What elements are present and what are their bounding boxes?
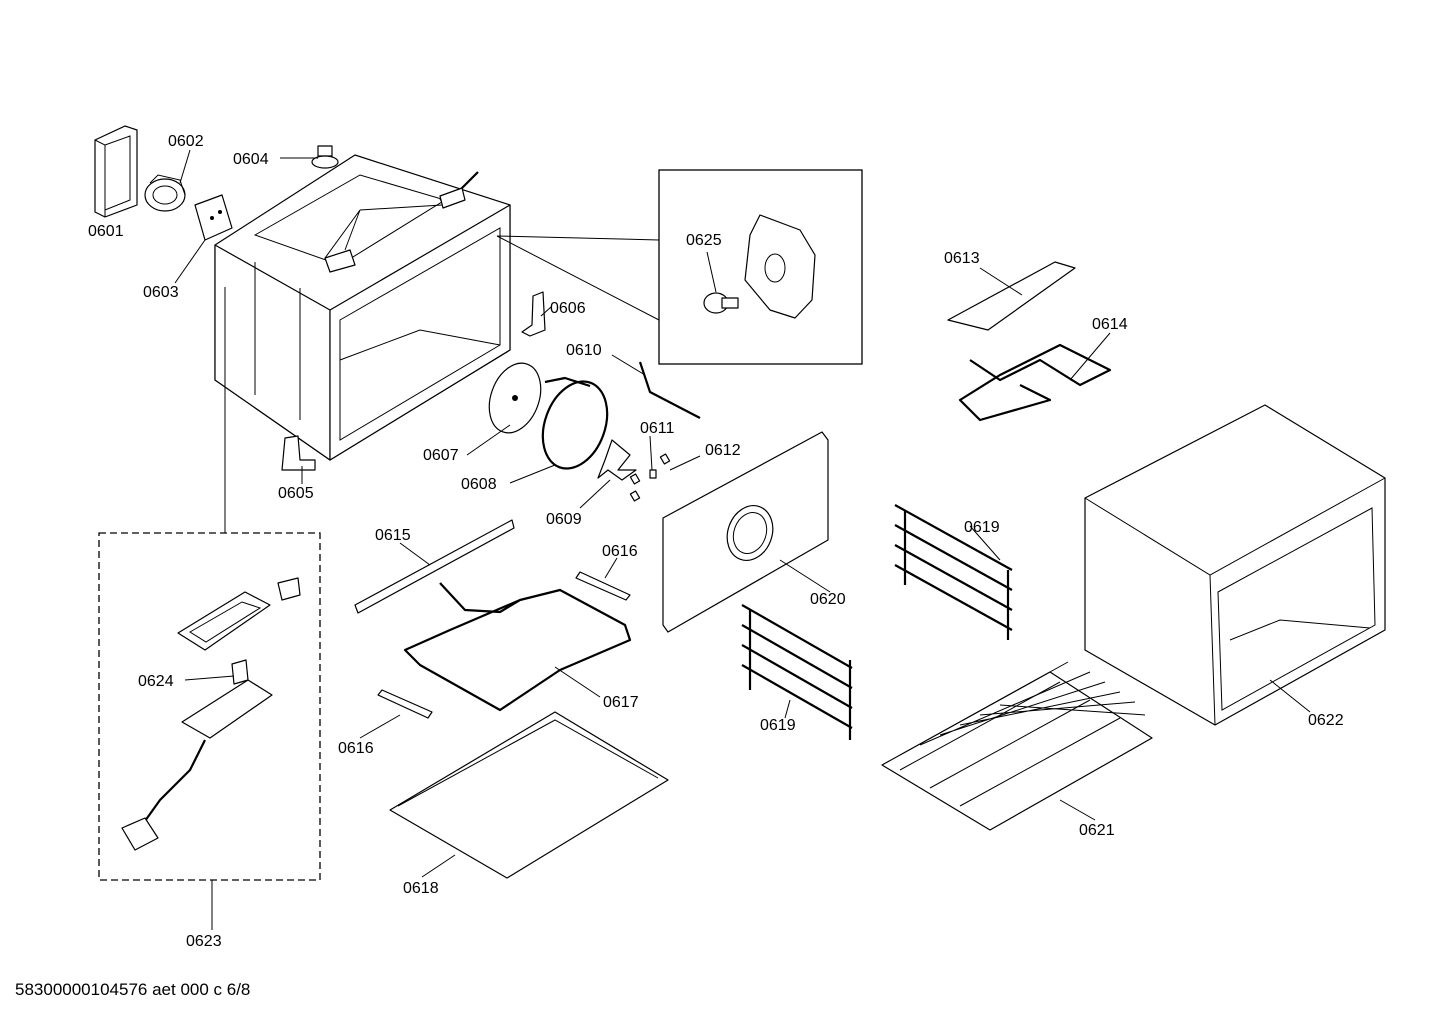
part-0616-rail-upper bbox=[575, 571, 631, 601]
label-0602: 0602 bbox=[168, 133, 204, 150]
label-0607: 0607 bbox=[423, 447, 459, 464]
part-0616-rail-lower bbox=[377, 689, 433, 719]
label-0603: 0603 bbox=[143, 284, 179, 301]
part-0605-bracket bbox=[281, 435, 316, 471]
part-0623-lamp-assembly bbox=[98, 287, 321, 881]
leader-lines bbox=[174, 149, 1311, 930]
label-0624: 0624 bbox=[138, 673, 174, 690]
label-0625: 0625 bbox=[686, 232, 722, 249]
part-0608-ring-heater bbox=[541, 376, 609, 470]
part-0617-bake-heater bbox=[403, 582, 632, 712]
label-0620: 0620 bbox=[810, 591, 846, 608]
part-0622-oven-cavity bbox=[1084, 404, 1386, 726]
label-0608: 0608 bbox=[461, 476, 497, 493]
label-0616-upper: 0616 bbox=[602, 543, 638, 560]
label-0617: 0617 bbox=[603, 694, 639, 711]
label-0606: 0606 bbox=[550, 300, 586, 317]
part-0619-rack-lower bbox=[741, 604, 853, 740]
label-0614: 0614 bbox=[1092, 316, 1128, 333]
part-0621-shelf bbox=[881, 661, 1153, 831]
part-0602-motor bbox=[144, 174, 186, 212]
label-0609: 0609 bbox=[546, 511, 582, 528]
label-0613: 0613 bbox=[944, 250, 980, 267]
label-0622: 0622 bbox=[1308, 712, 1344, 729]
label-0605: 0605 bbox=[278, 485, 314, 502]
label-0610: 0610 bbox=[566, 342, 602, 359]
part-0614-grill-heater bbox=[958, 343, 1112, 422]
label-0601: 0601 bbox=[88, 223, 124, 240]
part-number-labels: 0601 0602 0603 0604 0605 0606 0607 0608 … bbox=[88, 133, 1344, 950]
part-0618-tray bbox=[389, 711, 669, 879]
part-0604-fuse bbox=[311, 145, 339, 169]
part-0615-rail bbox=[354, 519, 515, 614]
part-0619-rack-upper bbox=[894, 504, 1013, 640]
part-0610-rod bbox=[638, 361, 701, 419]
detail-box-0625 bbox=[496, 169, 863, 365]
label-0611: 0611 bbox=[640, 420, 675, 437]
part-0620-rear-panel bbox=[662, 431, 829, 633]
label-0618: 0618 bbox=[403, 880, 439, 897]
part-0601-cover bbox=[94, 125, 138, 218]
label-0619-lower: 0619 bbox=[760, 717, 796, 734]
label-0612: 0612 bbox=[705, 442, 741, 459]
outer-housing bbox=[214, 154, 511, 461]
label-0619-upper: 0619 bbox=[964, 519, 1000, 536]
part-0607-plate bbox=[488, 362, 542, 434]
document-code: 58300000104576 aet 000 c 6/8 bbox=[15, 980, 251, 999]
part-0603-bracket bbox=[194, 194, 233, 241]
label-0621: 0621 bbox=[1079, 822, 1115, 839]
label-0604: 0604 bbox=[233, 151, 269, 168]
label-0623: 0623 bbox=[186, 933, 222, 950]
part-0611-screws bbox=[629, 453, 671, 502]
part-0609-fan bbox=[597, 439, 637, 481]
part-0606-bracket bbox=[521, 291, 546, 337]
label-0615: 0615 bbox=[375, 527, 411, 544]
label-0616-lower: 0616 bbox=[338, 740, 374, 757]
part-0613-bracket bbox=[947, 261, 1076, 331]
